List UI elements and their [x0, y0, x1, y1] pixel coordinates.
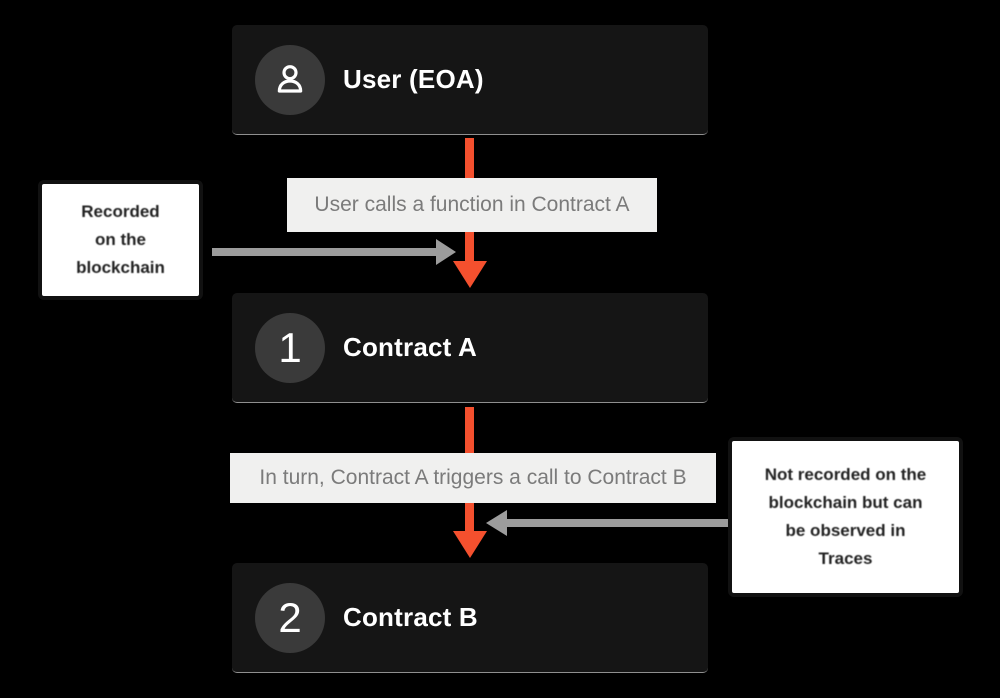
callout-text: Recorded on the blockchain [76, 201, 165, 278]
node-user-eoa: User (EOA) [232, 25, 708, 135]
flow-label-user-calls-contract-a: User calls a function in Contract A [287, 178, 657, 232]
node-title-contract-b: Contract B [343, 602, 478, 632]
node-contract-b: 2 Contract B [232, 563, 708, 673]
node-title-user: User (EOA) [343, 64, 484, 94]
callout-text: Not recorded on the blockchain but can b… [764, 464, 927, 569]
callout-observed-in-traces: Not recorded on the blockchain but can b… [728, 437, 963, 597]
node-contract-a: 1 Contract A [232, 293, 708, 403]
arrow-contract-a-to-b-head [453, 531, 487, 558]
callout-recorded-on-blockchain: Recorded on the blockchain [38, 180, 203, 300]
step-2-badge: 2 [255, 583, 325, 653]
step-1-number: 1 [278, 324, 302, 371]
callout-arrow-right-shaft [507, 519, 728, 527]
callout-arrow-right-head [486, 510, 507, 536]
user-avatar-badge [255, 45, 325, 115]
flow-label-contract-a-triggers-b: In turn, Contract A triggers a call to C… [230, 453, 716, 503]
node-title-contract-a: Contract A [343, 332, 477, 362]
callout-arrow-left-shaft [212, 248, 436, 256]
step-1-badge: 1 [255, 313, 325, 383]
flow-label-text: In turn, Contract A triggers a call to C… [259, 466, 687, 489]
callout-arrow-left-head [436, 239, 456, 265]
step-2-number: 2 [278, 594, 302, 641]
user-icon [277, 65, 303, 93]
flow-label-text: User calls a function in Contract A [314, 193, 630, 216]
arrow-user-to-contract-a-head [453, 261, 487, 288]
